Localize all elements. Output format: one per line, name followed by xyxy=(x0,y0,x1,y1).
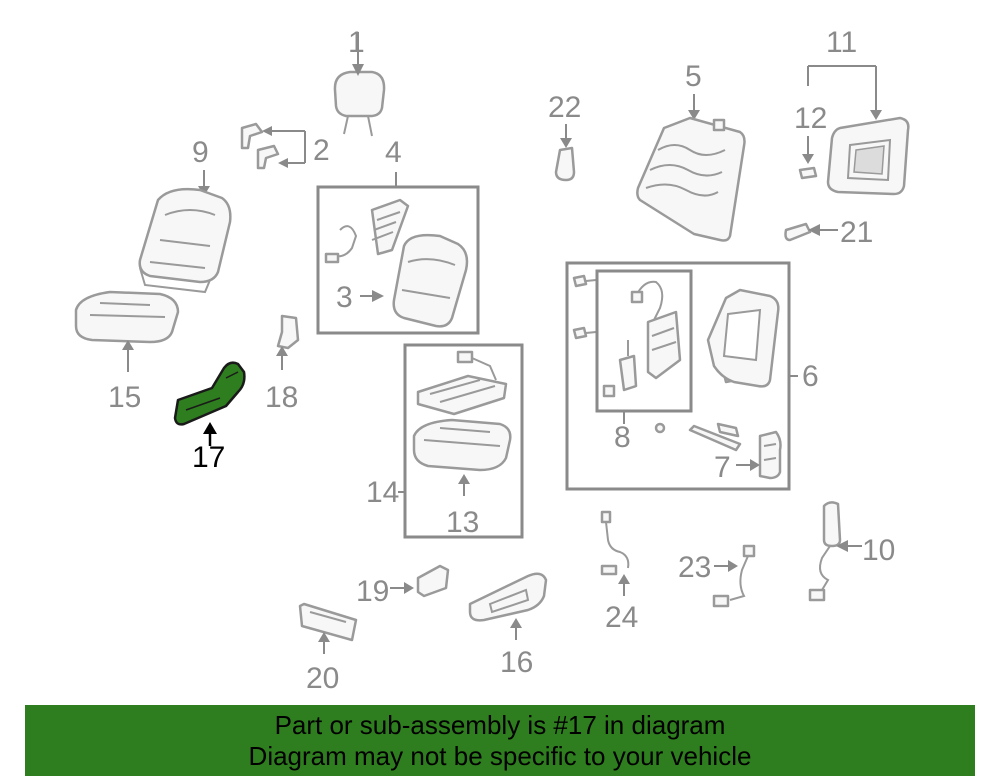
label-18: 18 xyxy=(265,381,298,414)
part-11-lumbar[interactable] xyxy=(826,116,910,196)
box-4 xyxy=(316,185,480,335)
part-13-cushion-pad[interactable] xyxy=(412,418,512,472)
label-14: 14 xyxy=(366,476,399,509)
label-6: 6 xyxy=(802,360,819,393)
part-22-knob[interactable] xyxy=(554,146,576,182)
part-6-rod[interactable] xyxy=(654,422,742,452)
part-20-rail-cover[interactable] xyxy=(298,602,358,642)
part-12-clip[interactable] xyxy=(798,166,818,180)
banner-line-2: Diagram may not be specific to your vehi… xyxy=(248,741,752,771)
label-7: 7 xyxy=(714,451,731,484)
label-9: 9 xyxy=(192,136,209,169)
label-11: 11 xyxy=(826,26,857,59)
part-4-heater[interactable] xyxy=(324,198,410,264)
banner-line-1: Part or sub-assembly is #17 in diagram xyxy=(274,710,726,740)
part-15-seat-cushion[interactable] xyxy=(74,290,180,344)
box-14 xyxy=(403,343,524,539)
label-2: 2 xyxy=(313,134,330,167)
part-3-back-pad[interactable] xyxy=(392,233,469,328)
part-17-highlighted[interactable] xyxy=(173,361,246,426)
label-21: 21 xyxy=(840,216,873,249)
label-24: 24 xyxy=(605,601,638,634)
label-15: 15 xyxy=(108,381,141,414)
label-8: 8 xyxy=(614,421,631,454)
part-14-cushion-heater[interactable] xyxy=(416,350,508,416)
label-17: 17 xyxy=(192,441,225,474)
part-6-airbag-frame[interactable] xyxy=(706,288,780,388)
part-16-side-cover[interactable] xyxy=(468,572,548,622)
part-8-airbag-module[interactable] xyxy=(602,280,682,398)
label-20: 20 xyxy=(306,662,339,695)
part-9-seat-back[interactable] xyxy=(138,187,232,294)
part-7-switch[interactable] xyxy=(758,430,782,480)
part-18-cover[interactable] xyxy=(276,314,300,350)
label-23: 23 xyxy=(678,551,711,584)
label-10: 10 xyxy=(862,534,895,567)
label-19: 19 xyxy=(356,575,389,608)
label-13: 13 xyxy=(446,506,479,539)
label-12: 12 xyxy=(794,102,827,135)
part-10-sensor[interactable] xyxy=(808,501,842,602)
part-24-harness[interactable] xyxy=(600,510,630,576)
part-23-harness[interactable] xyxy=(712,544,756,608)
label-16: 16 xyxy=(500,646,533,679)
label-3: 3 xyxy=(336,281,353,314)
part-5-seat-frame[interactable] xyxy=(636,116,746,242)
info-banner: Part or sub-assembly is #17 in diagram D… xyxy=(25,705,975,776)
label-22: 22 xyxy=(548,91,581,124)
label-4: 4 xyxy=(385,136,402,169)
part-19-bracket[interactable] xyxy=(416,564,450,598)
box-8 xyxy=(595,269,693,413)
label-5: 5 xyxy=(685,60,702,93)
part-2-guides[interactable] xyxy=(240,122,280,170)
label-1: 1 xyxy=(348,26,365,59)
part-21-bolt[interactable] xyxy=(784,222,812,242)
part-1-headrest[interactable] xyxy=(333,70,386,137)
